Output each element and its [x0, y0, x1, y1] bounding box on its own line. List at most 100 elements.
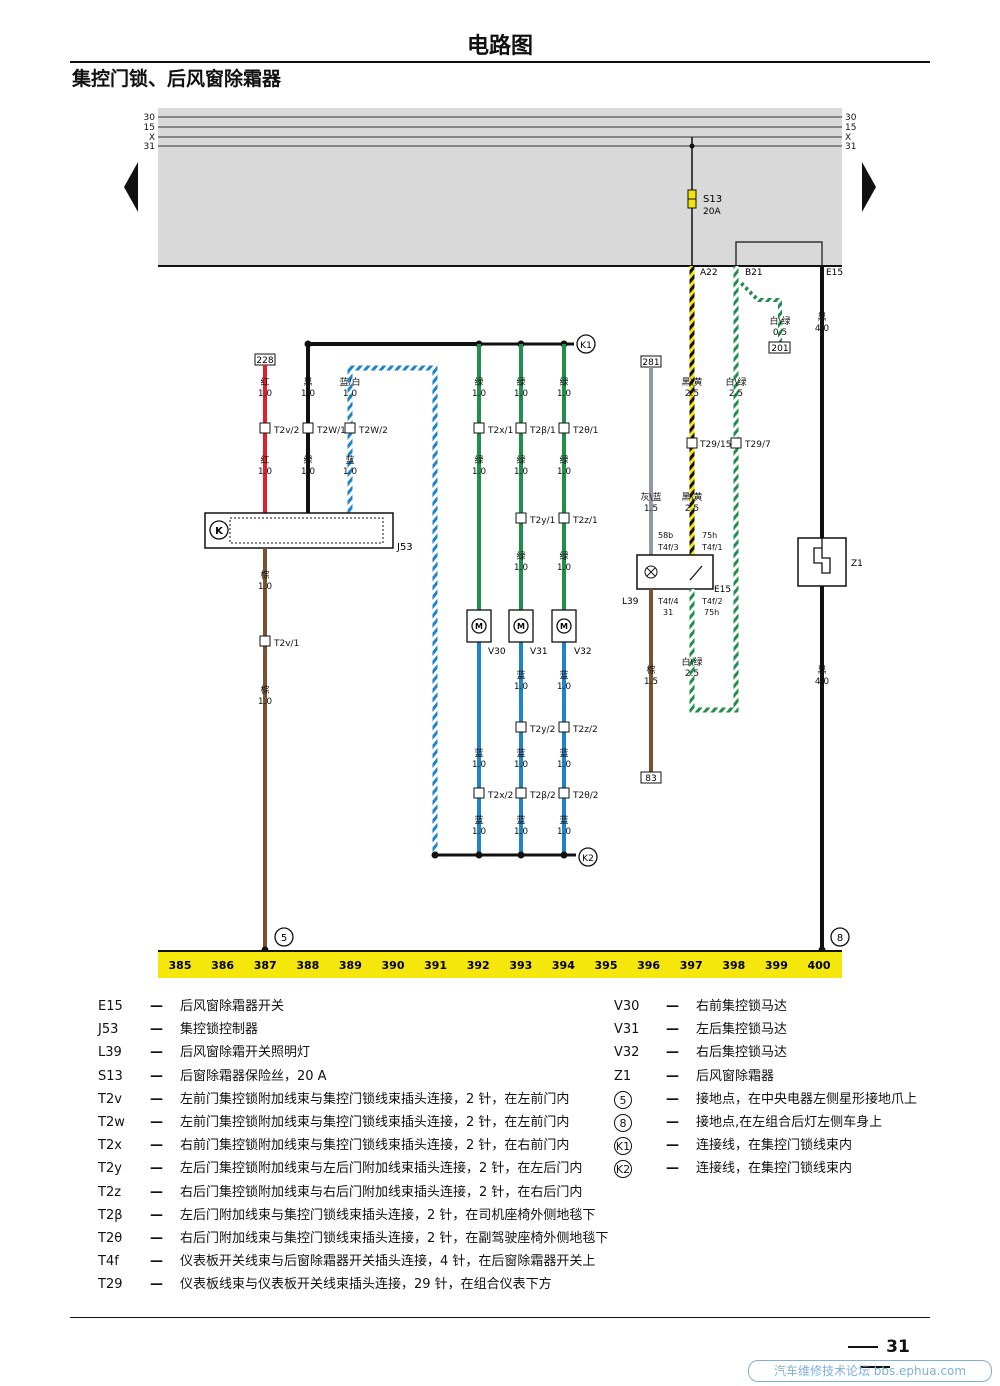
legend-dash: — [150, 1254, 163, 1270]
j53-icon [209, 520, 229, 540]
legend-code: K2 [614, 1160, 632, 1179]
wire-label-blue-v32-2: 蓝 [559, 747, 568, 759]
grid-number: 386 [211, 959, 234, 972]
legend-code: J53 [98, 1022, 119, 1038]
legend-dash: — [666, 1091, 679, 1107]
label-v32: V32 [574, 647, 592, 657]
grid-strip [158, 952, 842, 978]
wire-size-whitegreen-201: 0.5 [773, 328, 787, 338]
grid-number: 389 [339, 959, 362, 972]
wire-label-blue-v32: 蓝 [559, 669, 568, 681]
ref-228: 228 [256, 356, 273, 366]
legend-dash: — [150, 1068, 163, 1084]
legend-description: 后窗除霜器保险丝，20 A [180, 1068, 327, 1084]
ground-5-circle [274, 927, 294, 947]
legend-code: Z1 [614, 1068, 632, 1084]
grid-number: 397 [680, 959, 703, 972]
fuse-label: S13 [703, 194, 722, 205]
conn-t297: T29/7 [744, 440, 771, 450]
legend-description: 左前门集控锁附加线束与集控门锁线束插头连接，2 针，在左前门内 [180, 1115, 570, 1130]
wire-label-blue-j53: 蓝 [345, 454, 354, 466]
previous-page-arrow-icon[interactable] [124, 162, 138, 212]
grid-number: 392 [467, 959, 490, 972]
grid-number: 391 [424, 959, 447, 972]
conn-t2o1: T2θ/1 [572, 426, 599, 436]
legend-code: T2w [98, 1115, 125, 1130]
legend-code: T2θ [98, 1231, 123, 1246]
pin-e15: E15 [826, 268, 843, 278]
wire-label-brown-j53-2: 棕 [260, 684, 269, 696]
legend-code: E15 [98, 999, 123, 1014]
legend-description: 接地点,在左组合后灯左侧车身上 [696, 1115, 883, 1130]
legend-code: L39 [98, 1045, 122, 1061]
pin-a22: A22 [700, 268, 718, 278]
wire-label-green-v32: 绿 [559, 376, 568, 388]
bus-label-30-right: 30 [845, 113, 857, 123]
conn-t2w2: T2W/2 [358, 426, 388, 436]
wire-size-blue-v31-3: 1.0 [514, 827, 529, 837]
grid-number: 395 [595, 959, 618, 972]
grid-number: 394 [552, 959, 575, 972]
wire-size-green-v31-3: 1.0 [514, 563, 529, 573]
control-unit-j53 [204, 512, 394, 549]
conn-t2y1: T2y/1 [529, 516, 555, 526]
grid-number: 387 [254, 959, 277, 972]
wire-label-green-v31-3: 绿 [516, 550, 525, 562]
ref-83: 83 [645, 774, 656, 784]
wire-label-whitegreen-201: 白\绿 [769, 315, 790, 327]
legend-description: 后风窗除霜器开关 [180, 999, 285, 1014]
motor-v30 [466, 609, 492, 643]
wire-label-blue-v30-2: 蓝 [474, 814, 483, 826]
wire-label-whitegreen-2: 白\绿 [681, 656, 702, 668]
legend-code: 5 [614, 1090, 632, 1109]
legend-description: 仪表板线束与仪表板开关线束插头连接，29 针，在组合仪表下方 [180, 1277, 552, 1293]
legend-description: 连接线，在集控门锁线束内 [696, 1138, 853, 1154]
grid-number: 398 [722, 959, 745, 972]
legend-description: 连接线，在集控门锁线束内 [696, 1161, 853, 1177]
legend-code: K1 [614, 1137, 632, 1156]
legend-code: T4f [98, 1254, 119, 1270]
wire-label-blackyellow-2: 黑\黄 [681, 491, 702, 503]
legend-description: 后风窗除霜开关照明灯 [180, 1045, 311, 1061]
ref-201: 201 [771, 344, 788, 354]
wire-label-blue-v31-3: 蓝 [516, 814, 525, 826]
wire-size-green-j53: 1.0 [301, 467, 316, 477]
legend-code: V30 [614, 999, 640, 1014]
grid-number: 385 [169, 959, 192, 972]
motor-icon-v31: M [517, 622, 525, 631]
motor-icon-v32: M [560, 622, 568, 631]
label-z1: Z1 [851, 559, 863, 569]
legend-description: 右后门附加线束与集控门锁线束插头连接，2 针，在副驾驶座椅外侧地毯下 [180, 1231, 609, 1246]
bus-label-31-right: 31 [845, 142, 856, 152]
wire-size-green-v32-2: 1.0 [557, 467, 572, 477]
wire-label-green-j53: 绿 [303, 454, 312, 466]
legend-description: 右前门集控锁附加线束与集控门锁线束插头连接，2 针，在右前门内 [180, 1138, 570, 1154]
pin-t4f4: T4f/4 [657, 597, 679, 606]
legend-code: T2x [98, 1138, 122, 1154]
conn-t2b2: T2β/2 [529, 791, 556, 801]
bus-label-x-right: X [845, 133, 851, 143]
wire-label-black: 黑 [303, 377, 312, 388]
next-page-arrow-icon[interactable] [862, 162, 876, 212]
ground-8-circle [830, 927, 850, 947]
wire-size-blue-v31-2: 1.0 [514, 760, 529, 770]
wire-size-greyblue: 1.5 [644, 504, 658, 514]
wire-label-bluewhite: 蓝/白 [339, 376, 360, 388]
legend-dash: — [150, 999, 163, 1014]
pin-58b: 58b [658, 531, 673, 540]
legend-dash: — [666, 1022, 679, 1038]
ref-281: 281 [642, 358, 659, 368]
legend-dash: — [666, 1045, 679, 1061]
wire-label-brown-j53: 棕 [260, 569, 269, 581]
wire-size-brown-j53: 1.0 [258, 582, 273, 592]
legend-description: 右后门集控锁附加线束与右后门附加线束插头连接，2 针，在右后门内 [180, 1184, 583, 1200]
legend-dash: — [150, 1115, 163, 1130]
conn-t2x2: T2x/2 [487, 791, 513, 801]
legend-code: T2z [98, 1184, 122, 1200]
bus-label-30-left: 30 [144, 113, 156, 123]
wire-size-green-v32: 1.0 [557, 389, 572, 399]
wire-label-blue-v30: 蓝 [474, 747, 483, 759]
legend-dash: — [150, 1161, 163, 1177]
page-subtitle: 集控门锁、后风窗除霜器 [72, 68, 282, 90]
fuse-rating: 20A [703, 207, 721, 217]
